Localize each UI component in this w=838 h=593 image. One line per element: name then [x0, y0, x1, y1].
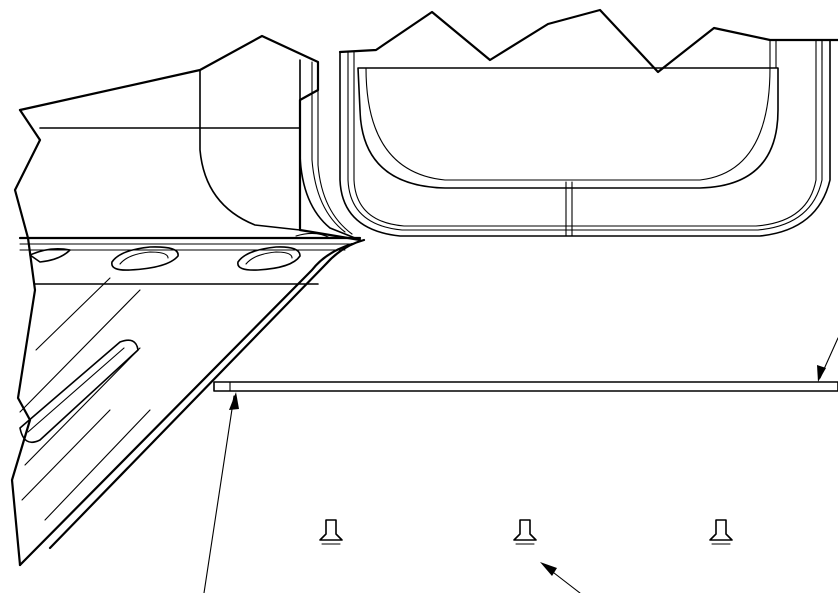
slot-band — [18, 232, 362, 285]
diagonal-side-panel — [10, 236, 366, 567]
leader-arrow-plate-left — [203, 392, 239, 593]
horizontal-plate — [213, 381, 838, 392]
leader-arrow-fastener — [540, 562, 581, 593]
fastener-center — [513, 519, 537, 545]
leader-arrow-plate-right — [817, 337, 838, 382]
fastener-left — [319, 519, 343, 545]
upper-left-housing — [13, 34, 362, 242]
fastener-right — [709, 519, 733, 545]
upper-right-housing — [338, 8, 838, 237]
